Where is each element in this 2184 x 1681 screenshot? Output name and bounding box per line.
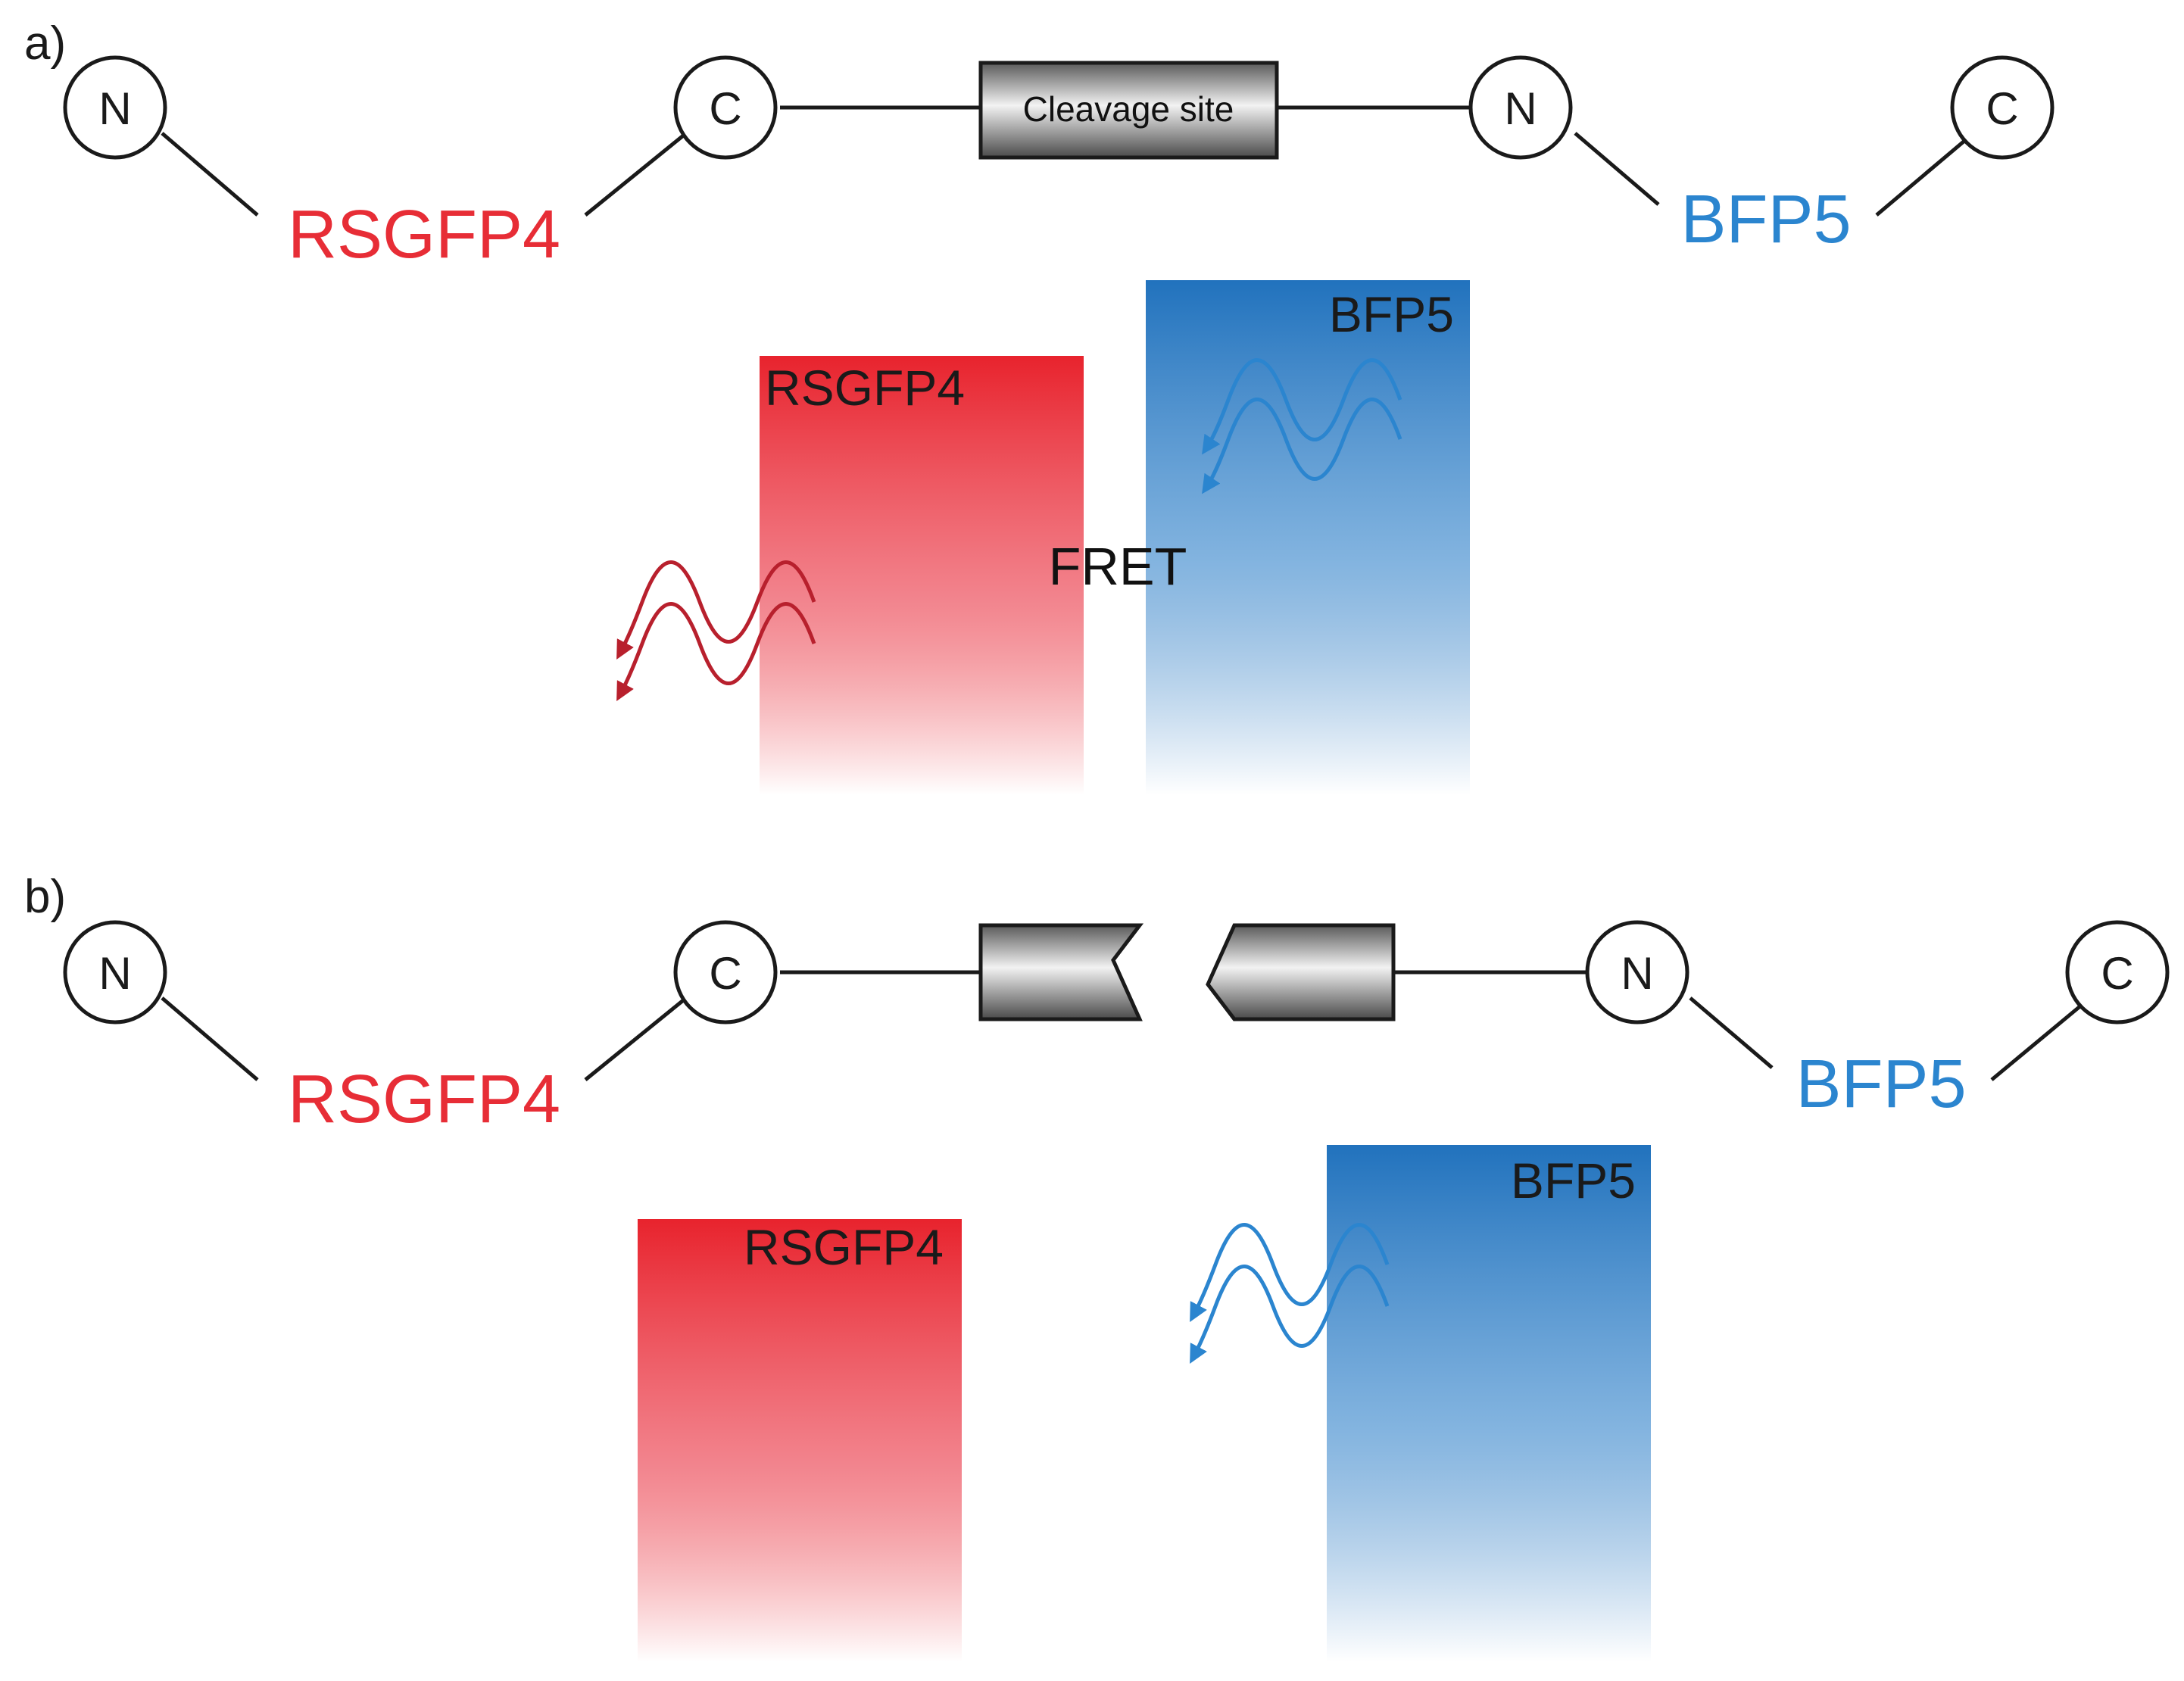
panel-b-linker-n1 [161,996,259,1081]
panel-a-bfp5-bar-label: BFP5 [1329,286,1454,342]
panel-a-linker-c2 [1875,132,1975,217]
panel-a-linker-n2 [1574,132,1660,206]
panel-b-linker-n2 [1689,996,1774,1069]
panel-b-bfp5-bar-label: BFP5 [1511,1152,1636,1209]
panel-a-n1-label: N [98,83,131,134]
panel-a-cleavage-label: Cleavage site [1023,89,1234,129]
panel-a-n2-label: N [1504,83,1537,134]
panel-a-rsgfp4-bar-label: RSGFP4 [765,360,965,416]
panel-a-rsgfp4-bar [760,356,1084,795]
panel-b-cleaved-fragment-right [1206,923,1396,1021]
panel-b-n2-terminus: N [1585,920,1689,1025]
panel-b-c1-terminus: C [673,920,778,1025]
panel-a-c2-label: C [1986,83,2018,134]
panel-a-fret-wave [1202,358,1402,494]
panel-a-backbone [161,105,1975,217]
panel-a-n2-terminus: N [1468,55,1573,160]
panel-b-linker-c1 [584,996,688,1081]
panel-a-protein2-name: BFP5 [1680,182,1851,257]
panel-b-n1-label: N [98,948,131,999]
panel-b-rsgfp4-bar [638,1219,962,1662]
panel-a-c2-terminus: C [1950,55,2055,160]
panel-b-protein2-name: BFP5 [1796,1046,1966,1122]
panel-b-c2-terminus: C [2065,920,2170,1025]
panel-b-rsgfp4-bar-label: RSGFP4 [744,1219,944,1275]
panel-b-c1-label: C [709,948,741,999]
panel-a-linker-n1 [161,132,259,217]
panel-a-bfp5-bar [1146,280,1470,795]
panel-a-c1-terminus: C [673,55,778,160]
panel-b-bfp5-bar [1327,1145,1651,1662]
panel-b-n2-label: N [1621,948,1653,999]
panel-a-protein1-name: RSGFP4 [288,197,560,273]
panel-b-label: b) [24,871,66,923]
panel-a-red-emission-wave [616,560,816,702]
panel-a-cleavage-site: Cleavage site [978,61,1279,160]
panel-a: a) N C Cleavage site N C [24,17,2055,795]
panel-b-c2-label: C [2101,948,2133,999]
panel-b-backbone [161,970,2092,1081]
panel-a-fret-label: FRET [1049,537,1187,596]
panel-a-linker-c1 [584,132,688,217]
panel-b-protein1-name: RSGFP4 [288,1062,560,1137]
panel-b-linker-c2 [1990,996,2092,1081]
panel-b-n1-terminus: N [63,920,167,1025]
panel-b: b) N C N C RSGFP4 BFP5 [24,871,2170,1662]
panel-b-blue-emission-wave [1190,1223,1390,1364]
panel-b-cleaved-fragment-left [978,923,1144,1021]
panel-a-c1-label: C [709,83,741,134]
panel-a-n1-terminus: N [63,55,167,160]
panel-a-label: a) [24,17,66,70]
